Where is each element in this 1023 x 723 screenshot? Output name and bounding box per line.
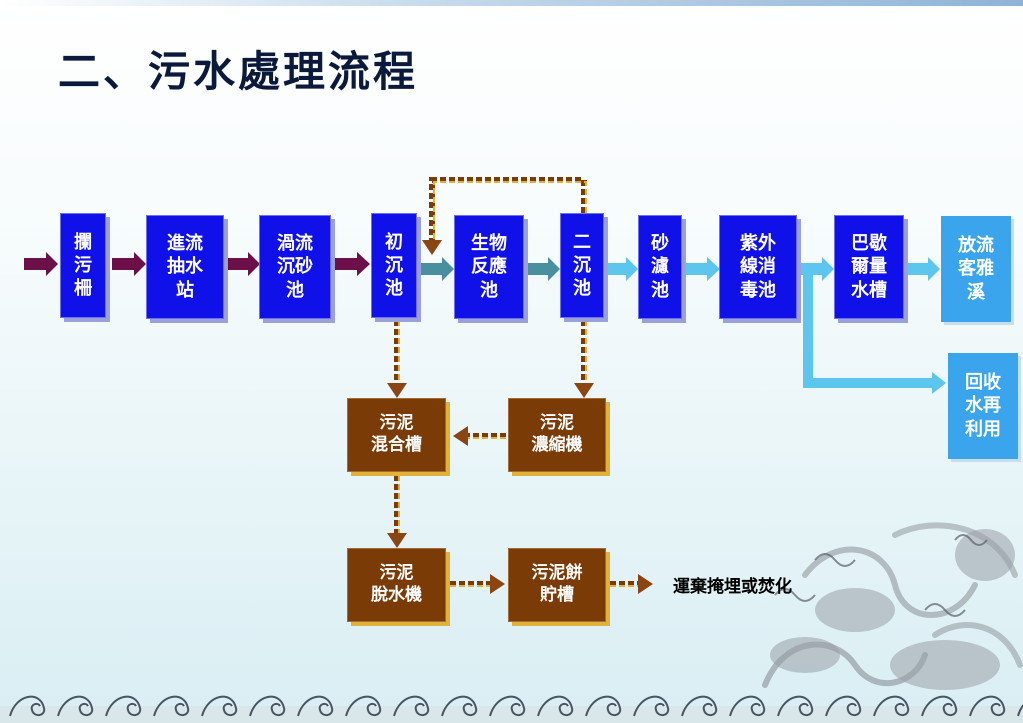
sludge-dewatering-box: 污泥 脫水機 [347,548,446,622]
pump-station-box: 進流 抽水 站 [146,215,224,319]
wave-swirl [9,695,46,717]
wave-swirl [393,695,430,717]
wave-swirl [441,695,478,717]
arrow-sand-uv [684,257,720,281]
discharge-box: 放流 客雅 溪 [941,216,1011,322]
sludge-thickener-box: 污泥 濃縮機 [508,398,606,472]
sludge-dewatering-label: 污泥 脫水機 [371,563,422,605]
grit-chamber-box: 渦流 沉砂 池 [259,215,331,319]
uv-disinfection-label: 紫外 線消 毒池 [740,233,776,301]
sludge-cake-storage-label: 污泥餅 貯槽 [531,563,583,605]
arrow-pump-grit [226,252,260,276]
reuse-label: 回收 水再 利用 [965,372,1001,440]
wave-swirl [681,695,718,717]
parshall-flume-box: 巴歇 爾量 水槽 [834,215,904,319]
sludge-mix-tank-box: 污泥 混合槽 [347,398,446,472]
wave-swirl [825,695,862,717]
primary-clarifier-box: 初 沉 池 [371,213,417,318]
wave-swirl [105,695,142,717]
arrow-flume-discharge [906,257,940,281]
wave-swirl [153,695,190,717]
dragon-cloud-icon [762,522,1023,690]
arrow-grit-primary [334,252,370,276]
sludge-cake-storage-box: 污泥餅 貯槽 [508,548,606,622]
arrow-uv-reuse [803,275,946,394]
bio-reactor-box: 生物 反應 池 [454,215,524,319]
arrow-bio-secondary [527,257,560,281]
sand-filter-box: 砂 濾 池 [638,215,682,319]
parshall-flume-label: 巴歇 爾量 水槽 [851,233,887,301]
screen-label: 攔 污 柵 [74,231,92,300]
secondary-clarifier-box: 二 沉 池 [560,213,604,318]
slide-title: 二、污水處理流程 [58,47,419,96]
wave-swirl [57,695,94,717]
discharge-label: 放流 客雅 溪 [958,235,994,303]
wave-swirl [489,695,526,717]
wave-pattern-icon [0,695,1023,723]
grit-chamber-label: 渦流 沉砂 池 [277,233,313,301]
wave-swirl [201,695,238,717]
wave-swirl [921,695,958,717]
wave-swirl [537,695,574,717]
wave-swirl [729,695,766,717]
arrow-screen-pump [112,252,146,276]
arrow-secondary-sand [606,257,638,281]
reuse-box: 回收 水再 利用 [948,353,1018,459]
sludge-mix-tank-label: 污泥 混合槽 [371,413,422,455]
wave-swirl [249,695,286,717]
disposal-text: 運棄掩埋或焚化 [673,577,792,597]
sludge-thickener-label: 污泥 濃縮機 [531,413,583,455]
uv-disinfection-box: 紫外 線消 毒池 [719,215,797,319]
wave-swirl [633,695,670,717]
pump-station-label: 進流 抽水 站 [167,233,203,301]
bio-reactor-label: 生物 反應 池 [471,233,507,301]
wave-swirl [345,695,382,717]
arrow-inlet-screen [24,252,58,276]
wave-swirl [297,695,334,717]
arrow-primary-bio [419,257,454,281]
screen-box: 攔 污 柵 [60,213,106,318]
wave-swirl [873,695,910,717]
wave-swirl [969,695,1006,717]
top-accent-bar [0,0,1023,6]
wave-swirl [585,695,622,717]
sand-filter-label: 砂 濾 池 [651,233,669,301]
secondary-clarifier-label: 二 沉 池 [573,231,591,300]
return-sludge-line [429,177,587,243]
wave-swirl [777,695,814,717]
primary-clarifier-label: 初 沉 池 [385,231,403,300]
